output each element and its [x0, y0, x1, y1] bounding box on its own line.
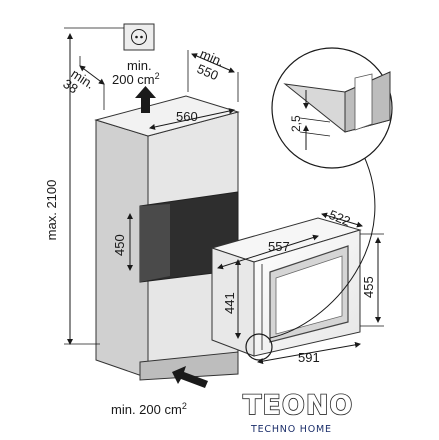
label-gap: 2,5: [289, 115, 303, 132]
label-vent-bottom: min. 200 cm2: [111, 401, 187, 417]
label-appliance-front-width: 591: [298, 350, 320, 365]
label-appliance-height-right: 455: [361, 276, 376, 298]
label-height-max: max. 2100: [44, 180, 59, 241]
detail-zoom-content: [283, 71, 391, 137]
label-appliance-height-left: 441: [222, 292, 237, 314]
plinth: [139, 351, 239, 381]
airflow-up-arrow-icon: [135, 86, 156, 113]
logo-brand-text: TEONO: [243, 390, 353, 421]
label-vent-top-sup: 2: [155, 71, 160, 81]
label-side-value: 38: [60, 76, 80, 96]
label-vent-bottom-sup: 2: [182, 401, 187, 411]
label-vent-top-line2: 200 cm2: [112, 71, 160, 87]
power-socket-icon: [123, 23, 155, 51]
airflow-in-arrow-icon: [172, 366, 208, 388]
logo-tagline: TECHNO HOME: [250, 424, 332, 435]
label-niche-height: 450: [112, 234, 127, 256]
brand-logo: TEONO TECHNO HOME: [242, 389, 353, 435]
oven-appliance: [210, 217, 362, 357]
dimension-lines: [64, 27, 384, 365]
label-appliance-width: 557: [268, 239, 290, 254]
label-niche-width: 560: [176, 109, 198, 124]
label-vent-top-line1: min.: [127, 58, 152, 73]
niche-inner-side: [140, 204, 170, 282]
detail-connector: [269, 147, 376, 339]
